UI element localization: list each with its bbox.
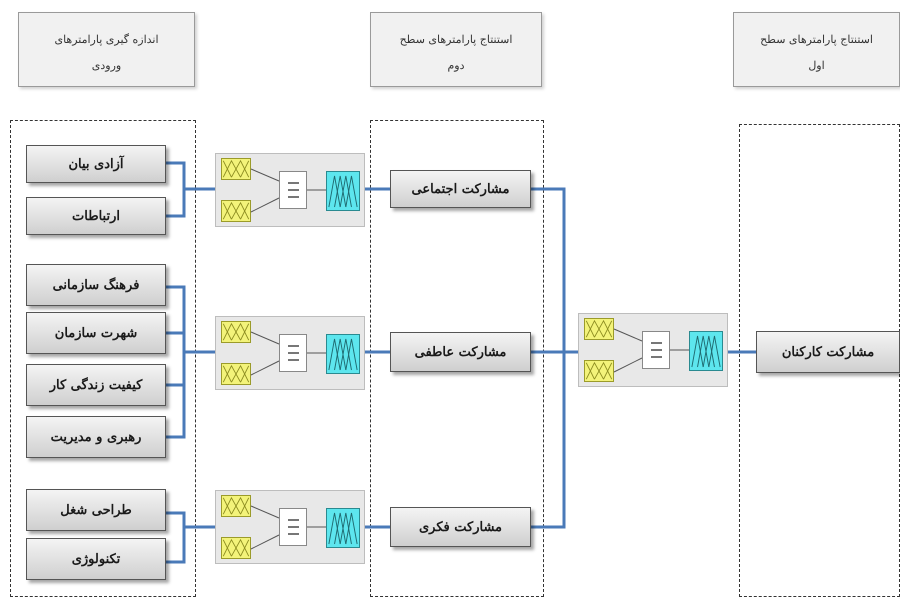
node-label: مشارکت فکری bbox=[418, 519, 503, 535]
fuzzy-system-emotional bbox=[215, 316, 365, 390]
fuzzy-system-social bbox=[215, 153, 365, 227]
node-label: مشارکت کارکنان bbox=[781, 344, 875, 360]
node-technology: تکنولوژی bbox=[26, 538, 166, 580]
header-second-level: استنتاج پارامترهای سطح دوم bbox=[370, 12, 542, 87]
input-membership-icon bbox=[221, 495, 251, 517]
node-label: مشارکت اجتماعی bbox=[411, 181, 510, 197]
node-emotional-participation: مشارکت عاطفی bbox=[390, 332, 531, 372]
node-freedom-of-speech: آزادی بیان bbox=[26, 145, 166, 183]
node-social-participation: مشارکت اجتماعی bbox=[390, 170, 531, 208]
node-label: کیفیت زندگی کار bbox=[49, 377, 143, 393]
output-membership-icon bbox=[326, 171, 360, 211]
fis-internal-wires bbox=[250, 168, 326, 213]
header-first-line2: اول bbox=[808, 59, 825, 72]
rule-base-icon bbox=[279, 334, 307, 372]
node-quality-of-work-life: کیفیت زندگی کار bbox=[26, 364, 166, 406]
input-membership-icon bbox=[221, 363, 251, 385]
output-membership-icon bbox=[689, 331, 723, 371]
node-leadership-management: رهبری و مدیریت bbox=[26, 416, 166, 458]
input-membership-icon bbox=[221, 321, 251, 343]
node-job-design: طراحی شغل bbox=[26, 489, 166, 531]
header-second-line1: استنتاج پارامترهای سطح bbox=[399, 33, 513, 46]
fis-internal-wires bbox=[613, 328, 689, 373]
header-input-line1: اندازه گیری پارامترهای bbox=[54, 33, 159, 46]
header-first-line1: استنتاج پارامترهای سطح bbox=[760, 33, 873, 46]
node-label: طراحی شغل bbox=[60, 502, 132, 518]
fuzzy-system-final bbox=[578, 313, 728, 387]
node-label: فرهنگ سازمانی bbox=[52, 277, 140, 293]
input-membership-icon bbox=[584, 360, 614, 382]
rule-base-icon bbox=[642, 331, 670, 369]
node-organizational-culture: فرهنگ سازمانی bbox=[26, 264, 166, 306]
header-input-line2: ورودی bbox=[91, 59, 122, 72]
header-second-line2: دوم bbox=[447, 59, 465, 72]
fis-internal-wires bbox=[250, 331, 326, 376]
node-organization-reputation: شهرت سازمان bbox=[26, 312, 166, 354]
header-input-measurement: اندازه گیری پارامترهای ورودی bbox=[18, 12, 195, 87]
node-label: رهبری و مدیریت bbox=[50, 429, 142, 445]
node-label: تکنولوژی bbox=[71, 551, 121, 567]
node-label: ارتباطات bbox=[72, 208, 120, 224]
node-intellectual-participation: مشارکت فکری bbox=[390, 507, 531, 547]
output-membership-icon bbox=[326, 334, 360, 374]
node-label: مشارکت عاطفی bbox=[414, 344, 507, 360]
input-membership-icon bbox=[221, 537, 251, 559]
rule-base-icon bbox=[279, 171, 307, 209]
input-membership-icon bbox=[584, 318, 614, 340]
input-membership-icon bbox=[221, 200, 251, 222]
fis-internal-wires bbox=[250, 505, 326, 550]
node-employee-participation: مشارکت کارکنان bbox=[756, 331, 900, 373]
fuzzy-system-intellectual bbox=[215, 490, 365, 564]
node-communications: ارتباطات bbox=[26, 197, 166, 235]
input-membership-icon bbox=[221, 158, 251, 180]
node-label: شهرت سازمان bbox=[54, 325, 138, 341]
header-first-level: استنتاج پارامترهای سطح اول bbox=[733, 12, 900, 87]
rule-base-icon bbox=[279, 508, 307, 546]
output-membership-icon bbox=[326, 508, 360, 548]
node-label: آزادی بیان bbox=[68, 156, 124, 172]
